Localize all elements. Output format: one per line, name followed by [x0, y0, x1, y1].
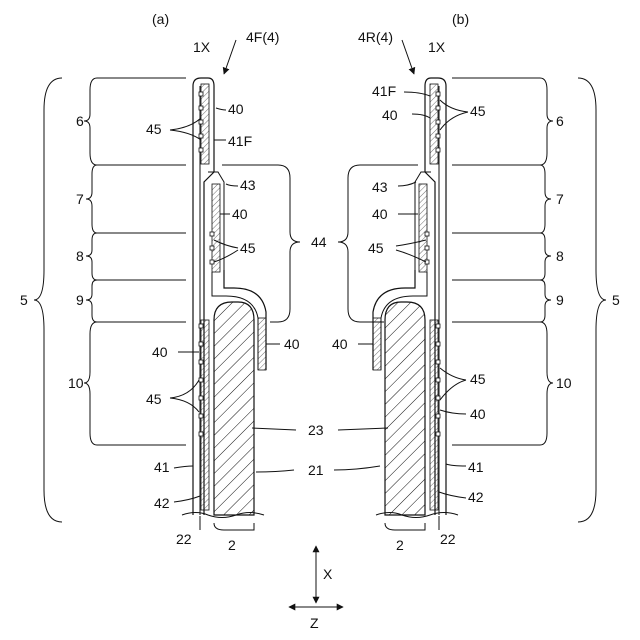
- left-label-45-mid: 45: [240, 240, 256, 256]
- axis-indicator: [289, 546, 343, 607]
- left-label-22: 22: [176, 531, 192, 547]
- left-label-42: 42: [154, 495, 170, 511]
- left-label-40-out: 40: [284, 336, 300, 352]
- right-label-40-out: 40: [332, 336, 348, 352]
- zone-label-8-left: 8: [76, 248, 84, 264]
- left-member-label: 4F(4): [246, 29, 279, 45]
- right-label-40-low: 40: [470, 406, 486, 422]
- right-label-40-mid: 40: [372, 206, 388, 222]
- left-label-41: 41: [154, 459, 170, 475]
- right-film-outer: [373, 318, 381, 370]
- left-label-41F: 41F: [228, 133, 252, 149]
- left-core-23: [214, 302, 254, 515]
- zone-label-6-right: 6: [556, 113, 564, 129]
- zone-label-9-left: 9: [76, 292, 84, 308]
- center-label-21: 21: [308, 462, 324, 478]
- panel-label-b: (b): [452, 11, 469, 27]
- axis-label-x: X: [323, 566, 333, 582]
- zone-label-7-left: 7: [76, 191, 84, 207]
- zone-label-6-left: 6: [76, 113, 84, 129]
- right-panel: (b) 1X 4R(4) 41F 40 45 43 40 45 40 45 40…: [332, 11, 486, 553]
- left-label-2: 2: [228, 537, 236, 553]
- center-label-23: 23: [308, 422, 324, 438]
- left-label-40-low: 40: [152, 344, 168, 360]
- zone-label-10-left: 10: [68, 375, 84, 391]
- right-label-42: 42: [468, 489, 484, 505]
- zone-label-10-right: 10: [556, 375, 572, 391]
- right-label-41F: 41F: [372, 83, 396, 99]
- zone-label-9-right: 9: [556, 292, 564, 308]
- right-core-23: [385, 302, 425, 515]
- left-film-outer: [258, 318, 266, 370]
- right-member-label: 4R(4): [358, 29, 393, 45]
- zone-guides: [34, 78, 606, 522]
- left-label-45-low: 45: [146, 391, 162, 407]
- zone-label-7-right: 7: [556, 191, 564, 207]
- left-label-45-top: 45: [146, 121, 162, 137]
- left-label-43: 43: [240, 177, 256, 193]
- axis-label-z: Z: [310, 615, 319, 631]
- left-axis-label: 1X: [193, 39, 211, 55]
- center-label-44: 44: [311, 234, 327, 250]
- right-label-45-low: 45: [470, 371, 486, 387]
- right-dim-2: [385, 523, 425, 530]
- right-label-40-top: 40: [382, 107, 398, 123]
- panel-label-a: (a): [152, 11, 169, 27]
- left-label-40-top: 40: [228, 101, 244, 117]
- right-label-45-mid: 45: [368, 240, 384, 256]
- right-label-22: 22: [440, 531, 456, 547]
- left-film-mid: [212, 184, 220, 272]
- zone-label-8-right: 8: [556, 248, 564, 264]
- right-axis-label: 1X: [428, 39, 446, 55]
- right-label-43: 43: [372, 179, 388, 195]
- zone-label-5-right: 5: [612, 292, 620, 308]
- left-dim-2: [214, 523, 254, 530]
- right-label-41: 41: [468, 459, 484, 475]
- left-label-40-mid: 40: [232, 206, 248, 222]
- zone-label-5-left: 5: [20, 292, 28, 308]
- right-label-45-top: 45: [470, 103, 486, 119]
- right-label-2: 2: [396, 537, 404, 553]
